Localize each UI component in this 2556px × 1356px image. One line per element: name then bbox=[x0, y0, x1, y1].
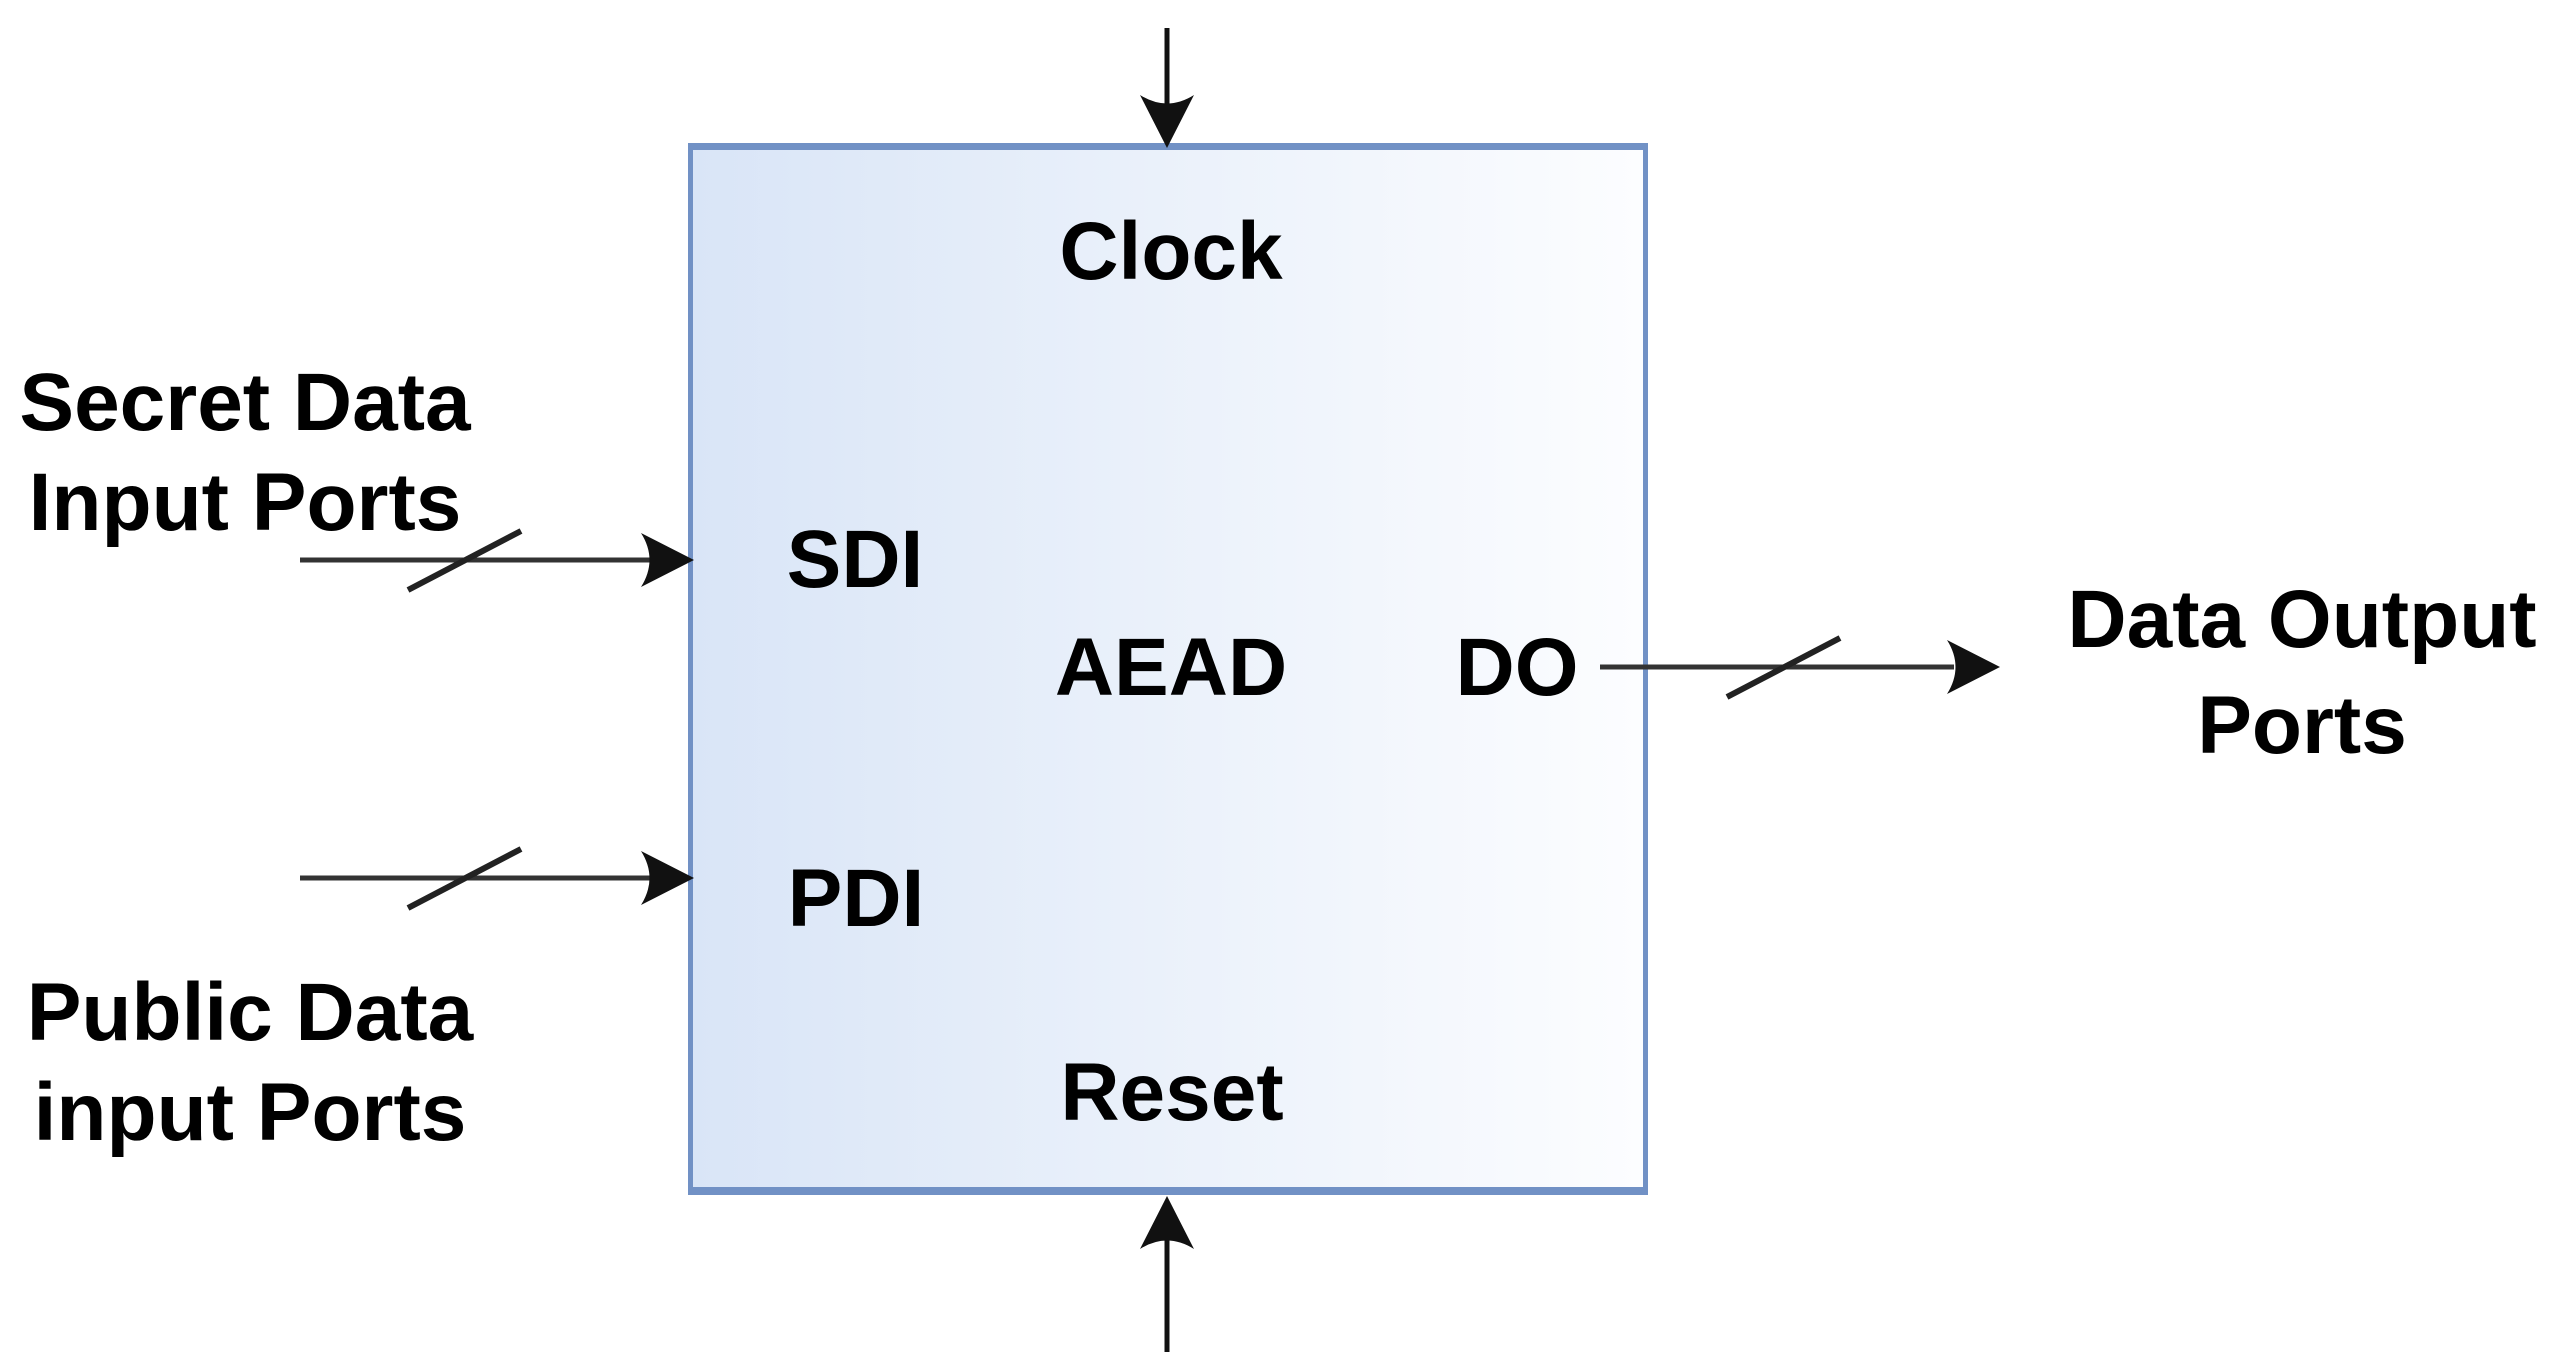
clock-arrowhead-icon bbox=[1140, 95, 1194, 148]
data-output-ports-label-line2: Ports bbox=[2197, 680, 2407, 771]
sdi-arrowhead-icon bbox=[641, 533, 694, 587]
public-data-input-label: Public Data input Ports bbox=[27, 963, 474, 1163]
port-label-pdi: PDI bbox=[787, 853, 925, 944]
reset-input-arrow bbox=[1140, 1196, 1194, 1352]
port-label-sdi: SDI bbox=[786, 514, 924, 605]
port-label-do: DO bbox=[1455, 622, 1579, 713]
reset-arrowhead-icon bbox=[1140, 1196, 1194, 1249]
do-arrowhead-icon bbox=[1947, 640, 2000, 694]
aead-block bbox=[688, 143, 1648, 1195]
data-output-ports-label-line1: Data Output bbox=[2067, 574, 2537, 665]
public-data-input-label-line1: Public Data bbox=[26, 967, 474, 1058]
port-label-clock: Clock bbox=[1059, 206, 1283, 297]
do-bus-arrow bbox=[1600, 635, 2000, 700]
do-bus-slash-icon bbox=[1725, 635, 1842, 700]
secret-data-input-label-line1: Secret Data bbox=[19, 357, 471, 448]
public-data-input-label-line2: input Ports bbox=[33, 1067, 467, 1158]
pdi-bus-arrow bbox=[300, 846, 694, 911]
clock-input-arrow bbox=[1140, 28, 1194, 148]
pdi-arrowhead-icon bbox=[641, 851, 694, 905]
block-title-aead: AEAD bbox=[1054, 622, 1288, 713]
data-output-ports-label: Data Output Ports bbox=[2067, 567, 2536, 779]
port-label-reset: Reset bbox=[1060, 1047, 1284, 1138]
secret-data-input-label: Secret Data Input Ports bbox=[19, 353, 470, 553]
pdi-bus-slash-icon bbox=[406, 846, 523, 911]
secret-data-input-label-line2: Input Ports bbox=[28, 457, 462, 548]
